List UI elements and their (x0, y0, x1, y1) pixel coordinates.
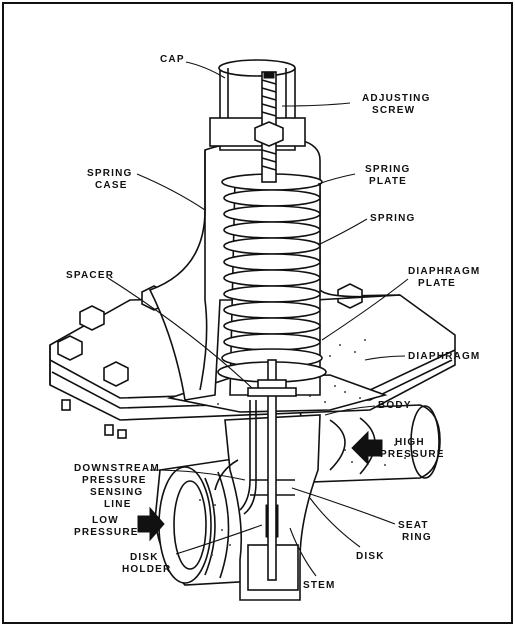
label-adjusting-screw-line1: ADJUSTING (362, 93, 431, 104)
low-pressure-arrow (137, 506, 165, 542)
label-diaphragm: DIAPHRAGM (408, 351, 480, 362)
label-downstream-line4: LINE (104, 499, 132, 510)
label-spring-case-line1: SPRING (87, 168, 133, 179)
label-diaphragm-plate-line2: PLATE (418, 278, 456, 289)
label-seat-ring-line2: RING (402, 532, 432, 543)
label-body: BODY (378, 400, 412, 411)
adjusting-screw (254, 71, 284, 183)
label-stem: STEM (303, 580, 336, 591)
leader-lines (107, 61, 409, 577)
label-disk-holder-line2: HOLDER (122, 564, 171, 575)
label-disk-holder-line1: DISK (130, 552, 159, 563)
label-adjusting-screw-line2: SCREW (372, 105, 415, 116)
valve-body (154, 404, 441, 601)
label-seat-ring-line1: SEAT (398, 520, 429, 531)
label-downstream-line3: SENSING (90, 487, 143, 498)
label-diaphragm-plate-line1: DIAPHRAGM (408, 266, 480, 277)
label-spring-case-line2: CASE (95, 180, 128, 191)
label-spring: SPRING (370, 213, 416, 224)
label-disk: DISK (356, 551, 385, 562)
label-high-pressure-line2: PRESSURE (380, 449, 445, 460)
label-cap: CAP (160, 54, 185, 65)
high-pressure-arrow (351, 430, 383, 466)
label-downstream-line2: PRESSURE (82, 475, 147, 486)
label-downstream-line1: DOWNSTREAM (74, 463, 160, 474)
label-high-pressure-line1: HIGH (395, 437, 425, 448)
sensing-line (239, 400, 257, 515)
label-spacer: SPACER (66, 270, 114, 281)
label-spring-plate-line1: SPRING (365, 164, 411, 175)
label-low-pressure-line2: PRESSURE (74, 527, 139, 538)
stem (247, 359, 297, 581)
label-spring-plate-line2: PLATE (369, 176, 407, 187)
spring (217, 173, 327, 383)
label-low-pressure-line1: LOW (92, 515, 119, 526)
figure-frame (2, 2, 513, 624)
